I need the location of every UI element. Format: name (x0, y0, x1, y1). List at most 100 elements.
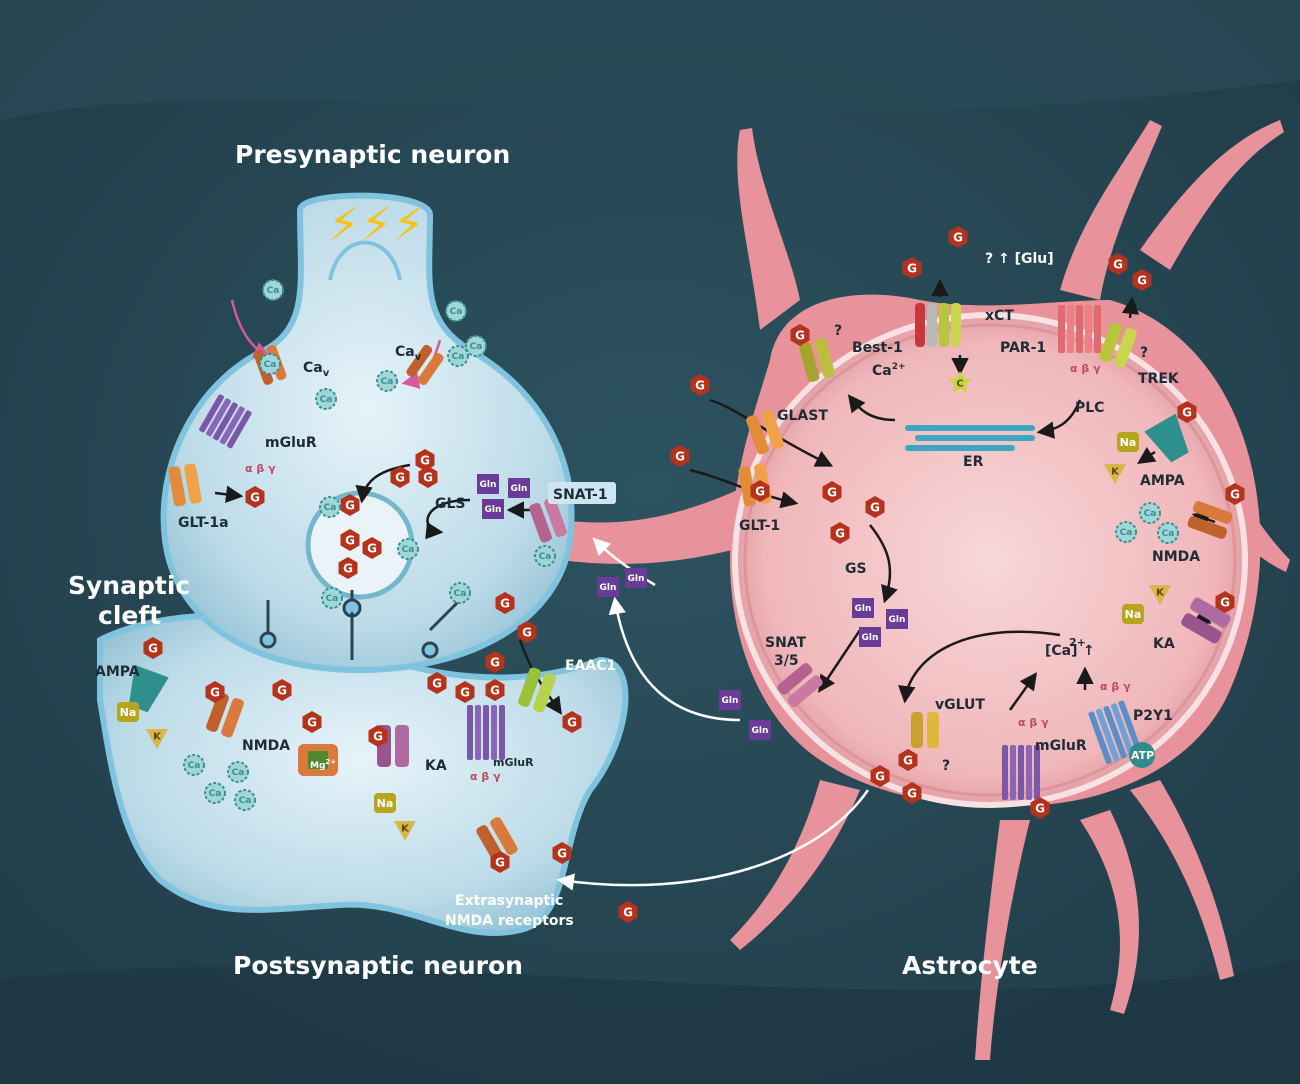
post-ampa-label: AMPA (95, 664, 140, 680)
glutamine-token: Gln (597, 577, 619, 597)
glutamate-token: G (418, 466, 438, 488)
calcium-token: Ca (234, 789, 256, 811)
background-wave (0, 960, 1300, 1084)
er-label: ER (963, 454, 984, 470)
best1-channel (799, 337, 835, 383)
background-wave (0, 0, 1300, 120)
calcium-token: Ca (262, 279, 284, 301)
svg-text:Ca: Ca (239, 796, 252, 806)
p2y1-receptor (1088, 700, 1142, 765)
svg-text:Ca: Ca (454, 589, 467, 599)
svg-text:C: C (956, 379, 963, 390)
svg-text:G: G (755, 484, 765, 498)
glutamate-token: G (340, 494, 360, 516)
svg-text:G: G (870, 500, 880, 514)
calcium-token: Ca (465, 335, 487, 357)
glutamate-token: G (865, 496, 885, 518)
svg-text:G: G (307, 715, 317, 729)
svg-text:G: G (567, 715, 577, 729)
astrocyte-process (1080, 810, 1139, 1014)
astro-ampa-label: AMPA (1140, 473, 1185, 489)
svg-text:G: G (1035, 801, 1045, 815)
glutamate-token: G (552, 842, 572, 864)
snat1-label: SNAT-1 (553, 487, 608, 503)
sodium-token: Na (374, 793, 396, 813)
calcium-token: Ca (1115, 521, 1137, 543)
glutamate-token: G (368, 725, 388, 747)
glutamine-token: Gln (859, 627, 881, 647)
post-ka-label: KA (425, 758, 447, 774)
snat35-transporter (777, 663, 823, 707)
glutamate-token: G (750, 480, 770, 502)
presynaptic-neuron (160, 192, 575, 674)
svg-text:G: G (675, 449, 685, 463)
glutamate-token: G (1225, 483, 1245, 505)
snat35-label-line1: SNAT (765, 635, 807, 651)
cav-channel (406, 344, 444, 386)
glutamate-token: G (1177, 401, 1197, 423)
potassium-token: K (146, 729, 168, 749)
svg-text:Ca: Ca (402, 545, 415, 555)
svg-text:Ca: Ca (326, 594, 339, 604)
eaac1-transporter (518, 667, 556, 713)
astrocyte-interior-edge (743, 323, 1237, 797)
eaac1-label: EAAC1 (565, 658, 616, 674)
glutamine-token: Gln (886, 609, 908, 629)
glutamate-token: G (205, 681, 225, 703)
glutamate-token: G (272, 679, 292, 701)
synaptic-cleft-title-line2: cleft (98, 601, 161, 630)
astro-mglur-abg-label: α β γ (1018, 716, 1049, 729)
svg-text:G: G (695, 378, 705, 392)
calcium-token: Ca (1157, 522, 1179, 544)
astro-par-abg-label: α β γ (1070, 362, 1101, 375)
svg-text:G: G (953, 230, 963, 244)
glutamate-token: G (362, 537, 382, 559)
svg-text:G: G (1137, 273, 1147, 287)
glast-label: GLAST (777, 408, 828, 424)
sodium-token: Na (1122, 604, 1144, 624)
svg-text:Ca: Ca (1144, 509, 1157, 519)
astro-ampa-receptor (1144, 413, 1189, 463)
astrocyte-process (730, 780, 860, 950)
glutamate-token: G (340, 529, 360, 551)
best1-question: ? (834, 323, 842, 339)
presynaptic-inner-wall (328, 240, 402, 281)
par1-label: PAR-1 (1000, 340, 1046, 356)
atp-token (1129, 742, 1155, 768)
glutamate-token: G (902, 782, 922, 804)
glutamate-token: G (948, 226, 968, 248)
svg-text:G: G (1113, 257, 1123, 271)
svg-text:G: G (875, 769, 885, 783)
svg-text:G: G (367, 541, 377, 555)
glt1a-label: GLT-1a (178, 515, 229, 531)
glutamate-token: G (143, 637, 163, 659)
svg-text:Gln: Gln (485, 505, 502, 515)
trek-question: ? (1140, 345, 1148, 361)
svg-text:K: K (401, 824, 410, 835)
svg-text:Ca: Ca (381, 377, 394, 387)
glutamine-token: Gln (508, 478, 530, 498)
glutamate-token: G (902, 257, 922, 279)
glutamate-token: G (670, 445, 690, 467)
glutamate-token: G (690, 374, 710, 396)
astrocyte-process (1060, 120, 1162, 300)
par1-receptor (1058, 305, 1101, 353)
vglut-transporter (911, 712, 939, 748)
ampa-receptor (128, 665, 169, 713)
svg-text:G: G (623, 905, 633, 919)
astro-nmda-label: NMDA (1152, 549, 1200, 565)
svg-text:Gln: Gln (511, 484, 528, 494)
synaptic-cleft-title-line1: Synaptic (68, 571, 190, 600)
post-abg-label: α β γ (470, 770, 501, 783)
glu-increase-label: ? ↑ [Glu] (985, 251, 1054, 267)
svg-text:G: G (250, 490, 260, 504)
best1-label: Best-1 (852, 340, 903, 356)
vglut-label: vGLUT (935, 697, 985, 713)
svg-text:G: G (373, 729, 383, 743)
potassium-token: K (1104, 464, 1126, 484)
glutamate-token: G (390, 466, 410, 488)
svg-text:Gln: Gln (752, 726, 769, 736)
glutamate-token: G (485, 651, 505, 673)
nmda-receptor (206, 692, 244, 738)
